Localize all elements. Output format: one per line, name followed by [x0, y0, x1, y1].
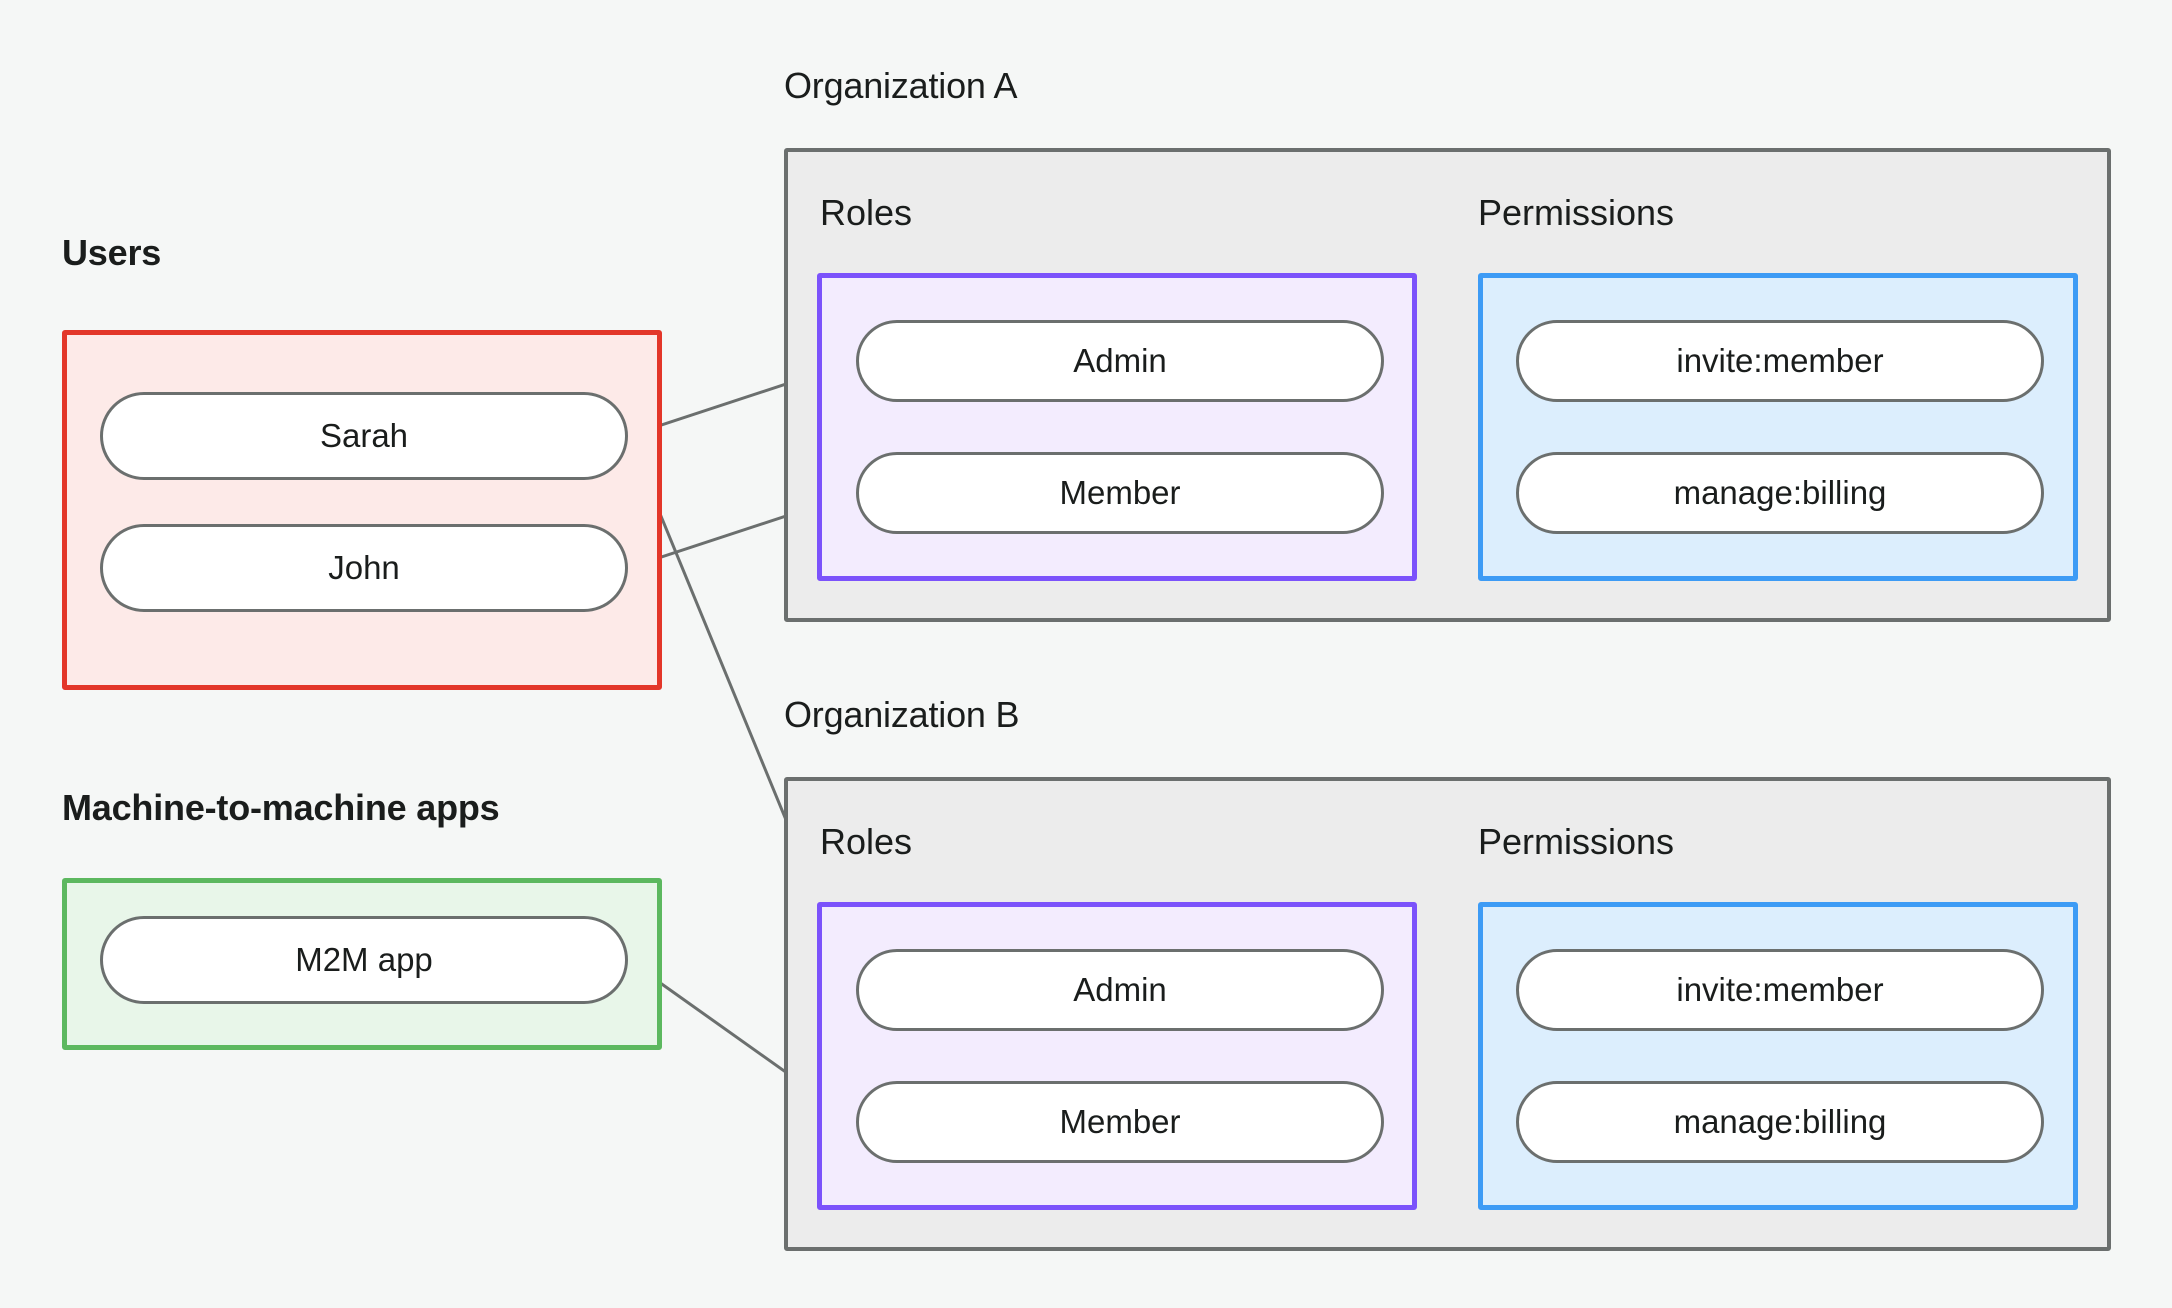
- org-a-roles-label: Roles: [820, 192, 913, 233]
- node-org-a-invite-member[interactable]: invite:member: [1516, 320, 2044, 402]
- node-org-b-admin[interactable]: Admin: [856, 949, 1384, 1031]
- node-sarah[interactable]: Sarah: [100, 392, 628, 480]
- m2m-group-label: Machine-to-machine apps: [62, 787, 500, 828]
- org-b-roles-label: Roles: [820, 821, 913, 862]
- node-org-a-manage-billing[interactable]: manage:billing: [1516, 452, 2044, 534]
- org-a-permissions-label: Permissions: [1478, 192, 1675, 233]
- node-org-a-member[interactable]: Member: [856, 452, 1384, 534]
- users-group-box: [62, 330, 662, 690]
- node-org-a-admin[interactable]: Admin: [856, 320, 1384, 402]
- node-org-b-manage-billing[interactable]: manage:billing: [1516, 1081, 2044, 1163]
- org-b-permissions-label: Permissions: [1478, 821, 1675, 862]
- org-a-title: Organization A: [784, 65, 1018, 106]
- users-group-label: Users: [62, 232, 162, 273]
- node-john[interactable]: John: [100, 524, 628, 612]
- org-b-title: Organization B: [784, 694, 1020, 735]
- node-m2m-app[interactable]: M2M app: [100, 916, 628, 1004]
- node-org-b-member[interactable]: Member: [856, 1081, 1384, 1163]
- node-org-b-invite-member[interactable]: invite:member: [1516, 949, 2044, 1031]
